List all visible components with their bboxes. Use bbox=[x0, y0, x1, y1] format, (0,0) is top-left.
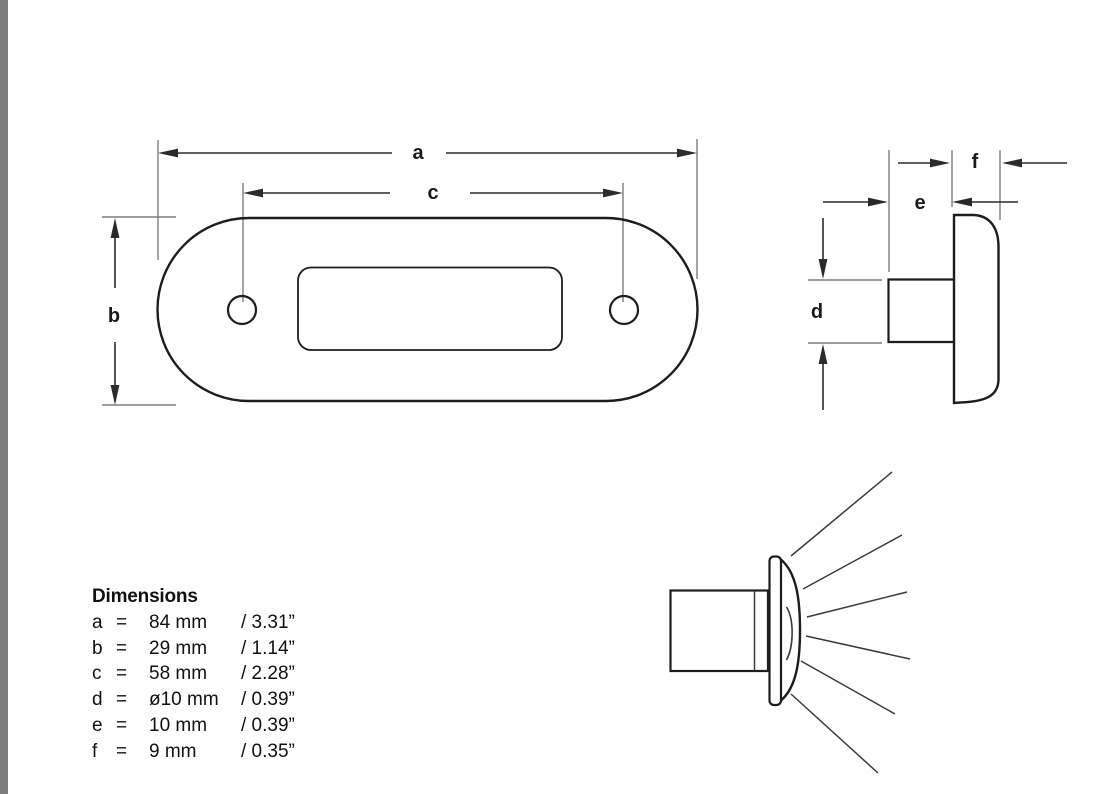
dim-label-b: b bbox=[107, 305, 121, 327]
side-profile-outline bbox=[952, 213, 1000, 405]
light-ray-1 bbox=[790, 471, 893, 557]
mounting-hole-left bbox=[226, 294, 258, 326]
imperial-value: / 2.28” bbox=[241, 663, 295, 685]
dim-label-d: d bbox=[810, 301, 824, 323]
faceplate-outline bbox=[156, 216, 699, 403]
page-edge-bar bbox=[0, 0, 8, 794]
lens-window-outline bbox=[297, 266, 563, 351]
dimension-row-e: e = 10 mm / 0.39” bbox=[92, 713, 295, 739]
light-ray-3 bbox=[806, 591, 908, 618]
light-ray-2 bbox=[802, 534, 903, 590]
dimension-symbol: d bbox=[92, 689, 103, 711]
side-view bbox=[808, 150, 1067, 410]
dimension-symbol: f bbox=[92, 740, 98, 762]
dimension-row-d: d = ø10 mm / 0.39” bbox=[92, 687, 295, 713]
dimension-symbol: c bbox=[92, 663, 102, 685]
metric-value: 29 mm bbox=[149, 637, 208, 659]
equals-sign: = bbox=[116, 714, 128, 736]
imperial-value: / 3.31” bbox=[241, 611, 295, 633]
dimension-row-a: a = 84 mm / 3.31” bbox=[92, 610, 295, 636]
front-view-extension-lines bbox=[102, 139, 698, 406]
mounting-hole-right bbox=[608, 294, 640, 326]
beam-flange-strip bbox=[768, 555, 783, 707]
metric-value: 10 mm bbox=[149, 714, 208, 736]
dim-label-e: e bbox=[914, 192, 926, 214]
dimension-symbol: e bbox=[92, 714, 103, 736]
metric-value: 9 mm bbox=[149, 740, 197, 762]
imperial-value: / 0.35” bbox=[241, 740, 295, 762]
metric-value: ø10 mm bbox=[149, 689, 219, 711]
light-ray-6 bbox=[790, 693, 879, 774]
dim-label-f: f bbox=[971, 151, 979, 173]
beam-lens-inner-arc bbox=[785, 606, 793, 661]
beam-mounting-stub bbox=[669, 589, 770, 673]
dimension-symbol: b bbox=[92, 637, 103, 659]
beam-lens-dome bbox=[780, 558, 802, 702]
imperial-value: / 1.14” bbox=[241, 637, 295, 659]
equals-sign: = bbox=[116, 740, 128, 762]
side-mounting-stub bbox=[887, 278, 954, 344]
dimensions-legend: Dimensions a = 84 mm / 3.31” b = 29 mm /… bbox=[92, 584, 295, 765]
light-ray-5 bbox=[800, 660, 896, 715]
side-view-arrowheads bbox=[818, 158, 1022, 364]
front-view-dimension-lines bbox=[114, 152, 691, 398]
light-rays bbox=[790, 471, 911, 774]
dimensions-legend-title: Dimensions bbox=[92, 586, 198, 607]
dimension-row-c: c = 58 mm / 2.28” bbox=[92, 661, 295, 687]
dimension-row-b: b = 29 mm / 1.14” bbox=[92, 636, 295, 662]
metric-value: 58 mm bbox=[149, 663, 208, 685]
equals-sign: = bbox=[116, 689, 128, 711]
imperial-value: / 0.39” bbox=[241, 689, 295, 711]
front-view bbox=[102, 139, 699, 406]
equals-sign: = bbox=[116, 611, 128, 633]
equals-sign: = bbox=[116, 637, 128, 659]
dim-label-c: c bbox=[427, 182, 439, 204]
dimension-row-f: f = 9 mm / 0.35” bbox=[92, 739, 295, 765]
dim-label-a: a bbox=[412, 142, 424, 164]
side-view-extension-lines bbox=[808, 150, 1001, 344]
side-view-dimension-lines bbox=[822, 162, 1067, 410]
beam-view bbox=[669, 471, 911, 774]
metric-value: 84 mm bbox=[149, 611, 208, 633]
dimension-symbol: a bbox=[92, 611, 103, 633]
imperial-value: / 0.39” bbox=[241, 714, 295, 736]
light-ray-4 bbox=[805, 635, 911, 660]
front-view-arrowheads bbox=[110, 148, 697, 405]
equals-sign: = bbox=[116, 663, 128, 685]
